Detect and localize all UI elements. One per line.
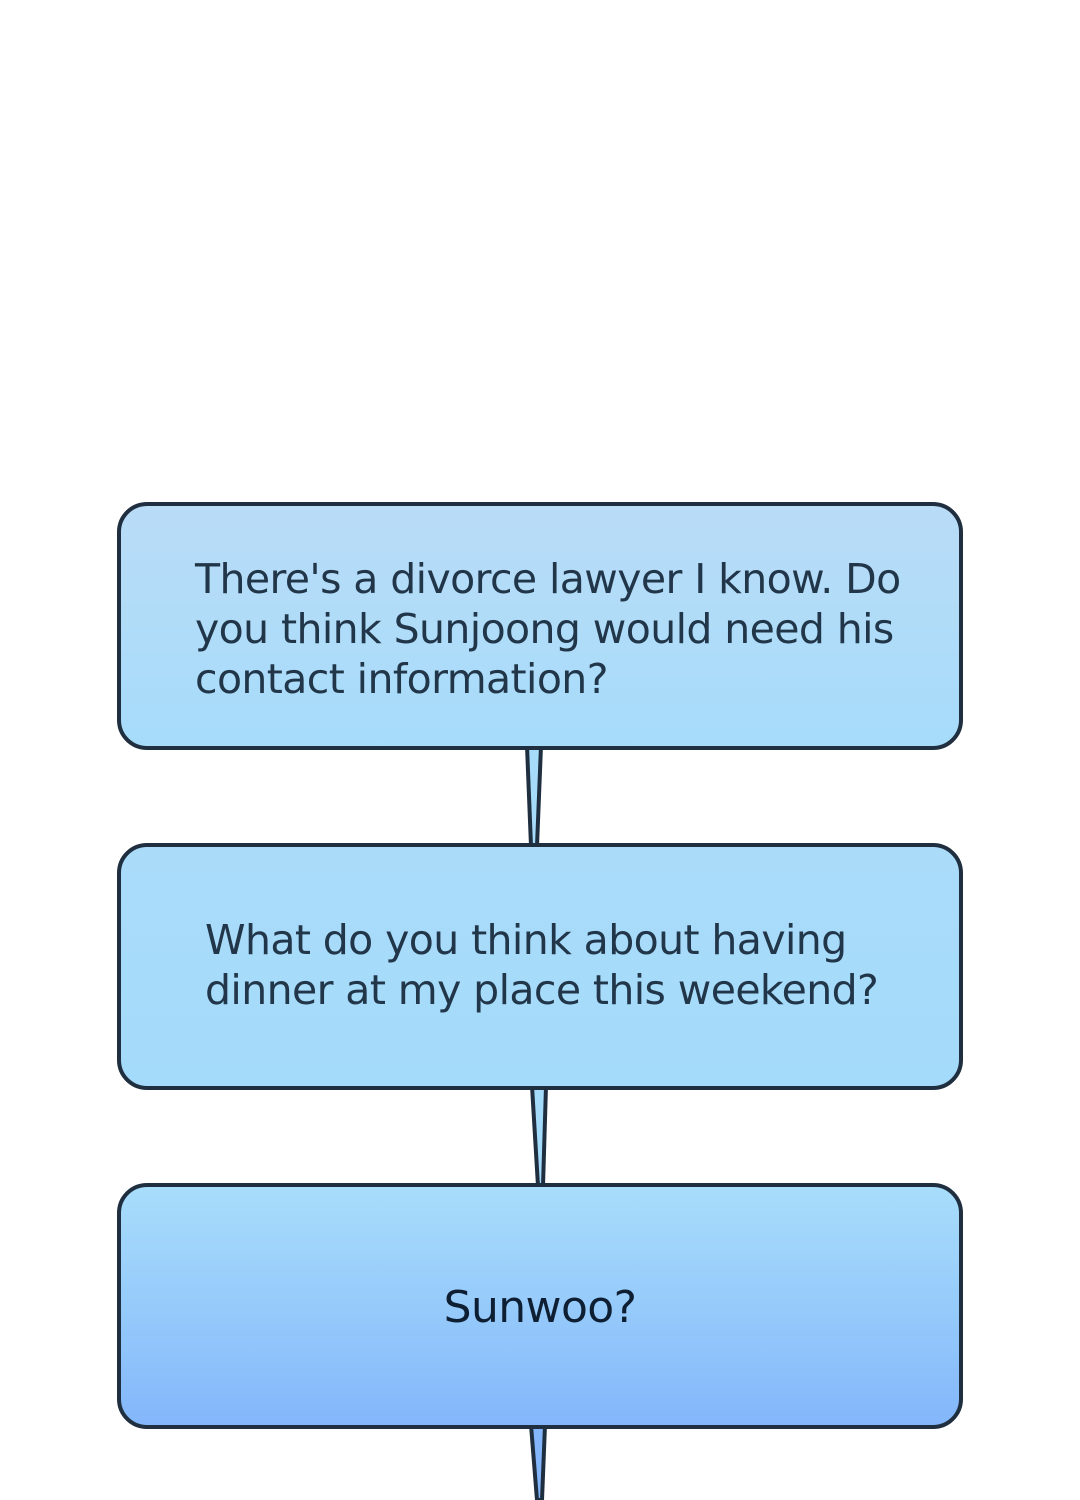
speech-bubble-divorce-lawyer: There's a divorce lawyer I know. Do you … <box>117 502 963 750</box>
speech-bubble-text: What do you think about having dinner at… <box>205 916 879 1014</box>
speech-bubble-text: There's a divorce lawyer I know. Do you … <box>195 555 901 703</box>
connector-tail-2 <box>529 1084 549 1188</box>
speech-bubble-dinner-invite: What do you think about having dinner at… <box>117 843 963 1090</box>
speech-bubble-sunwoo: Sunwoo? <box>117 1183 963 1429</box>
speech-bubble-text: Sunwoo? <box>443 1282 637 1333</box>
connector-tail-1 <box>524 744 544 848</box>
connector-tail-3 <box>528 1423 548 1500</box>
